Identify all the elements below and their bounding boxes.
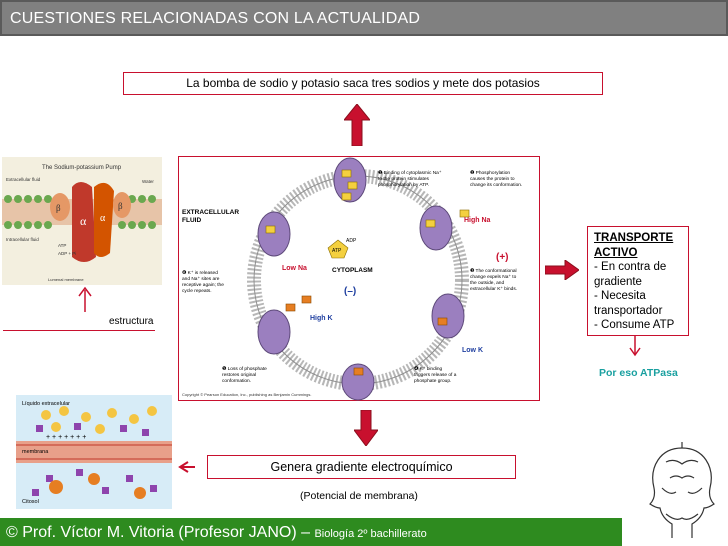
structure-caption: estructura bbox=[109, 316, 153, 327]
down-arrow-icon bbox=[354, 410, 378, 446]
diagram-copyright: Copyright © Pearson Education, Inc., pub… bbox=[182, 392, 311, 397]
svg-text:❻ K⁺ is released: ❻ K⁺ is released bbox=[182, 270, 218, 276]
svg-text:❺ Loss of phosphate: ❺ Loss of phosphate bbox=[222, 366, 267, 372]
svg-text:EXTRACELLULAR: EXTRACELLULAR bbox=[182, 209, 239, 216]
svg-text:receptive again; the: receptive again; the bbox=[182, 282, 224, 288]
svg-text:change its conformation.: change its conformation. bbox=[470, 182, 522, 188]
pump-structure-image: The Sodium-potassium Pump α α β β Extrac… bbox=[2, 157, 162, 285]
header-bar: CUESTIONES RELACIONADAS CON LA ACTUALIDA… bbox=[0, 0, 728, 36]
svg-text:Lumenal membrane: Lumenal membrane bbox=[48, 277, 84, 282]
svg-text:restores original: restores original bbox=[222, 372, 256, 378]
pump-title: The Sodium-potassium Pump bbox=[42, 165, 122, 171]
svg-text:ADP + Pi: ADP + Pi bbox=[58, 251, 76, 256]
svg-text:Intracellular fluid: Intracellular fluid bbox=[6, 237, 39, 242]
svg-text:the outside, and: the outside, and bbox=[470, 280, 504, 286]
svg-text:β: β bbox=[56, 203, 61, 213]
side-item-1: - En contra de gradiente bbox=[594, 260, 682, 289]
extracellular-label: Líquido extracelular bbox=[22, 401, 70, 407]
atp-label: ATP bbox=[332, 248, 342, 254]
active-transport-title: TRANSPORTE ACTIVO bbox=[594, 231, 682, 260]
svg-text:triggers release of a: triggers release of a bbox=[414, 372, 457, 378]
high-k-label: High K bbox=[310, 315, 333, 322]
svg-text:β: β bbox=[118, 201, 123, 211]
svg-text:cycle repeats.: cycle repeats. bbox=[182, 288, 212, 294]
svg-text:to the protein stimulates: to the protein stimulates bbox=[378, 176, 430, 182]
cytoplasm-label: CYTOPLASM bbox=[332, 267, 373, 274]
svg-text:causes the protein to: causes the protein to bbox=[470, 176, 515, 182]
header-title: CUESTIONES RELACIONADAS CON LA ACTUALIDA… bbox=[10, 10, 420, 28]
svg-text:phosphorylation by ATP.: phosphorylation by ATP. bbox=[378, 182, 429, 188]
right-arrow-icon bbox=[545, 260, 579, 280]
footer-text: © Prof. Víctor M. Vitoria (Profesor JANO… bbox=[6, 524, 427, 542]
svg-text:and Na⁺ sites are: and Na⁺ sites are bbox=[182, 276, 220, 282]
svg-text:conformation.: conformation. bbox=[222, 378, 251, 384]
low-k-label: Low K bbox=[462, 347, 483, 354]
svg-text:❹ K⁺ binding: ❹ K⁺ binding bbox=[414, 366, 442, 372]
svg-text:extracellular K⁺ binds.: extracellular K⁺ binds. bbox=[470, 286, 517, 292]
left-arrow-icon bbox=[176, 460, 196, 474]
svg-text:FLUID: FLUID bbox=[182, 217, 201, 224]
svg-text:Extracellular fluid: Extracellular fluid bbox=[6, 177, 41, 182]
membrane-potential-note: (Potencial de membrana) bbox=[300, 490, 418, 502]
structure-caption-box: estructura bbox=[3, 312, 155, 331]
cytosol-label: Citosol bbox=[22, 499, 39, 505]
svg-text:❶ Binding of cytoplasmic Na⁺: ❶ Binding of cytoplasmic Na⁺ bbox=[378, 170, 442, 176]
pump-cycle-diagram: ATP ADP EXTRACELLULAR FLUID CYTOPLASM Hi… bbox=[178, 156, 540, 401]
high-na-label: High Na bbox=[464, 217, 491, 224]
footer-main: © Prof. Víctor M. Vitoria (Profesor JANO… bbox=[6, 524, 314, 541]
svg-text:ATP: ATP bbox=[58, 243, 66, 248]
side-item-2: - Necesita transportador bbox=[594, 289, 682, 318]
membrane-potential-image: Líquido extracelular membrana Citosol + … bbox=[16, 395, 172, 509]
svg-text:phosphate group.: phosphate group. bbox=[414, 378, 451, 384]
svg-text:❸ The conformational: ❸ The conformational bbox=[470, 268, 517, 274]
footer-bar: © Prof. Víctor M. Vitoria (Profesor JANO… bbox=[0, 518, 622, 546]
atpasa-note: Por eso ATPasa bbox=[599, 367, 678, 379]
top-statement-box: La bomba de sodio y potasio saca tres so… bbox=[123, 72, 603, 95]
plus-label: (+) bbox=[496, 252, 509, 263]
svg-text:+ + + + + + +: + + + + + + + bbox=[46, 434, 86, 441]
footer-subtitle: Biología 2º bachillerato bbox=[314, 528, 426, 540]
svg-text:α: α bbox=[100, 213, 106, 224]
membrane-label: membrana bbox=[22, 449, 49, 455]
minus-label: (–) bbox=[344, 286, 356, 297]
active-transport-box: TRANSPORTE ACTIVO - En contra de gradien… bbox=[587, 226, 689, 336]
up-arrow-icon bbox=[344, 104, 370, 146]
side-item-3: - Consume ATP bbox=[594, 318, 682, 333]
svg-text:change expels Na⁺ to: change expels Na⁺ to bbox=[470, 274, 517, 280]
down-arrow-small-icon bbox=[628, 336, 642, 358]
low-na-label: Low Na bbox=[282, 265, 307, 272]
janus-head-image bbox=[636, 438, 728, 546]
adp-label: ADP bbox=[346, 238, 357, 244]
svg-text:❷ Phosphorylation: ❷ Phosphorylation bbox=[470, 170, 510, 176]
bottom-statement-box: Genera gradiente electroquímico bbox=[207, 455, 516, 479]
svg-text:Water: Water bbox=[142, 179, 154, 184]
svg-text:α: α bbox=[80, 214, 87, 228]
